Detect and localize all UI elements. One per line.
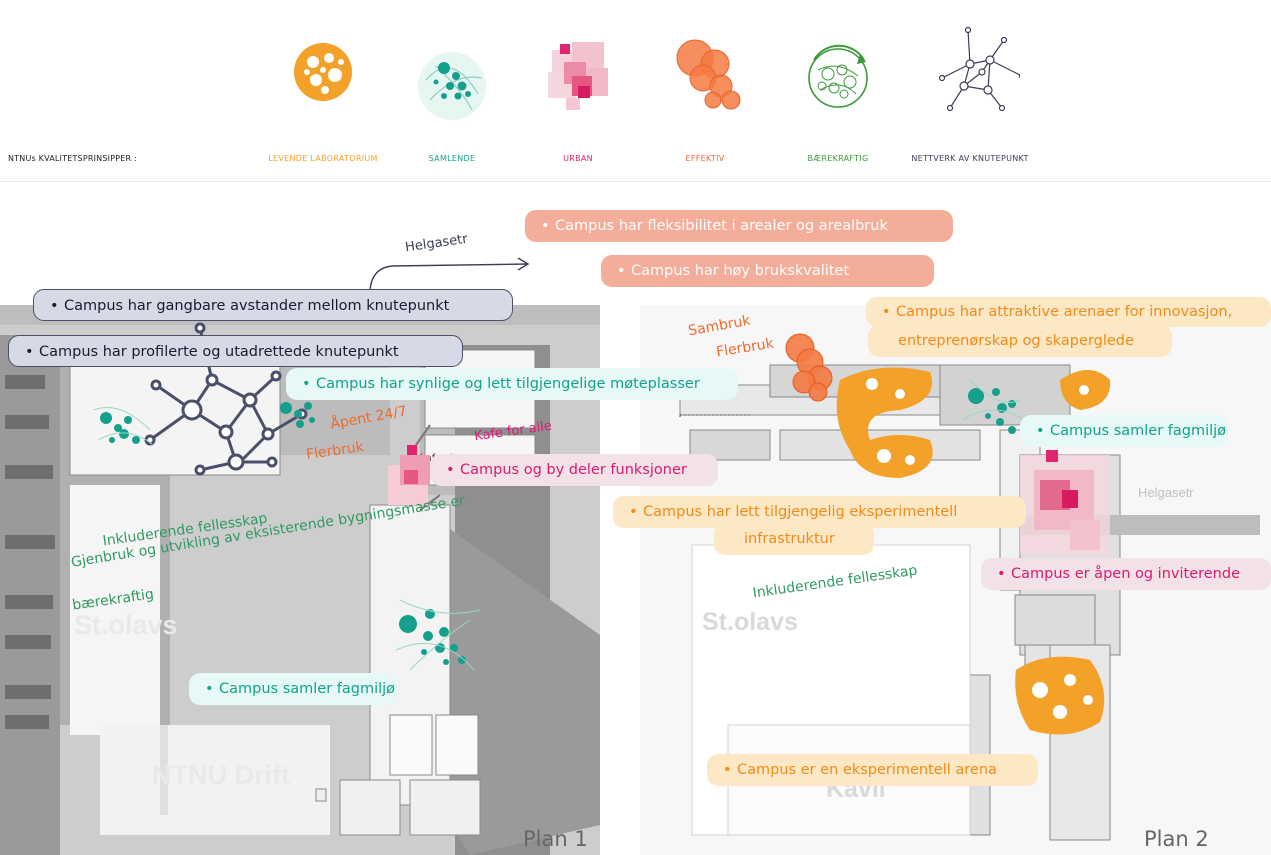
legend-label: NETTVERK AV KNUTEPUNKT (911, 154, 1029, 163)
principle-pill-levende: •Campus har attraktive arenaer for innov… (866, 297, 1271, 327)
legend-label: LEVENDE LABORATORIUM (268, 154, 378, 163)
legend-label: SAMLENDE (428, 154, 476, 163)
legend-item-nettverk: NETTVERK AV KNUTEPUNKT (910, 20, 1030, 170)
plan-label: Plan 1 (523, 827, 588, 851)
building-label-st-olavs: St.olavs (74, 610, 178, 640)
principle-pill-samlende: •Campus samler fagmiljø (1020, 415, 1228, 447)
building-label-st-olavs: St.olavs (702, 608, 798, 636)
principle-pill-samlende: •Campus samler fagmiljø (189, 673, 397, 705)
network-icon (938, 26, 1020, 112)
street-label: Helgasetr (1138, 485, 1194, 500)
legend-item-samlende: SAMLENDE (392, 20, 512, 170)
principle-pill-urban: •Campus er åpen og inviterende (981, 558, 1271, 590)
legend-divider (0, 181, 1271, 182)
arrow-label: Helgasetr (404, 231, 469, 256)
principle-pill-levende: •Campus er en eksperimentell arena (707, 754, 1038, 786)
principles-legend: NTNUs KVALITETSPRINSIPPER : LEVENDE LABO… (0, 0, 1271, 182)
legend-label: URBAN (563, 154, 593, 163)
legend-item-baerekraftig: BÆREKRAFTIG (778, 20, 898, 170)
legend-item-effektiv: EFFEKTIV (645, 20, 765, 170)
plan-label: Plan 2 (1144, 827, 1209, 851)
principle-pill-nettverk: •Campus har gangbare avstander mellom kn… (33, 289, 513, 321)
principle-pill-levende: •Campus har lett tilgjengelig eksperimen… (613, 496, 1026, 528)
gathering-icon (418, 52, 486, 120)
legend-item-urban: URBAN (518, 20, 638, 170)
principle-pill-levende: infrastruktur (714, 523, 874, 555)
principle-pill-effektiv: •Campus har høy brukskvalitet (601, 255, 934, 287)
principle-pill-levende: entreprenørskap og skaperglede (868, 325, 1172, 357)
urban-squares-icon (548, 42, 608, 110)
bubble-cluster-icon (294, 43, 352, 101)
principle-pill-effektiv: •Campus har fleksibilitet i arealer og a… (525, 210, 953, 242)
principle-pill-nettverk: •Campus har profilerte og utadrettede kn… (8, 335, 463, 367)
building-label-ntnu-drift: NTNU Drift (152, 760, 290, 790)
legend-prefix: NTNUs KVALITETSPRINSIPPER : (8, 154, 137, 163)
principle-pill-samlende: •Campus har synlige og lett tilgjengelig… (286, 368, 738, 400)
legend-label: EFFEKTIV (685, 154, 725, 163)
recycle-icon (808, 44, 868, 108)
legend-label: BÆREKRAFTIG (807, 154, 869, 163)
overlapping-circles-icon (676, 39, 741, 110)
legend-item-levende-laboratorium: LEVENDE LABORATORIUM (263, 20, 383, 170)
principle-pill-urban: •Campus og by deler funksjoner (430, 454, 718, 486)
